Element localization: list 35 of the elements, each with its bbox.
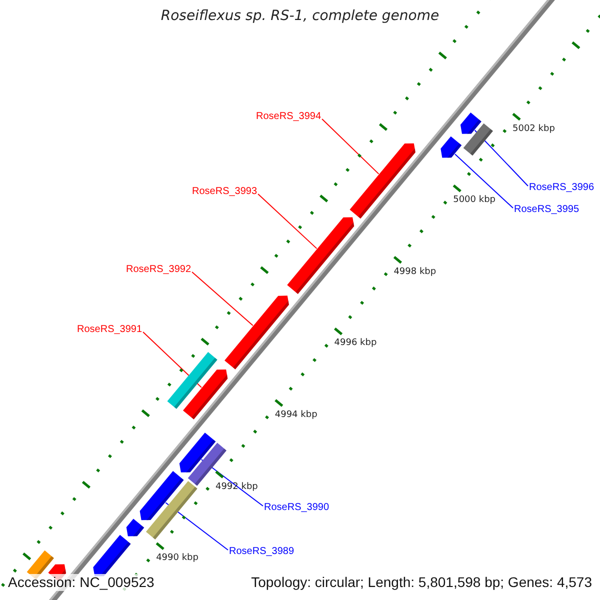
leader-line: [454, 154, 514, 208]
gene-label: RoseRS_3990: [264, 502, 330, 514]
leader-line: [200, 459, 264, 506]
gene-segment: [93, 534, 131, 577]
gene-segment: [183, 370, 228, 420]
leader-line: [142, 332, 202, 388]
tick-label: 4996 kbp: [334, 338, 377, 348]
gene-label: RoseRS_3991: [77, 324, 142, 336]
tick-label: 5000 kbp: [453, 195, 496, 206]
title: Roseiflexus sp. RS-1, complete genome: [160, 8, 440, 24]
gene-label: RoseRS_3995: [514, 204, 580, 216]
leader-line: [192, 272, 254, 326]
footer-text: Accession: NC_009523: [8, 574, 154, 591]
gene-segment: [179, 432, 216, 473]
gene-segment: [224, 296, 289, 370]
gene-segment: [140, 471, 184, 520]
gene-label: RoseRS_3996: [529, 182, 594, 194]
gene-label: RoseRS_3993: [192, 186, 258, 198]
gene-label: RoseRS_3994: [256, 111, 322, 123]
gene-block: [463, 123, 493, 156]
tick-label: 4998 kbp: [394, 266, 436, 277]
tick-label: 5002 kbp: [512, 124, 555, 134]
tick-label: 4992 kbp: [215, 482, 258, 492]
gene-segment: [350, 143, 416, 219]
gene-segment: [460, 112, 482, 134]
gene-segment: [440, 136, 462, 158]
gene-label: RoseRS_3989: [229, 546, 294, 558]
gene-label: RoseRS_3992: [126, 264, 192, 276]
leader-line: [258, 194, 318, 250]
footer-text: Topology: circular; Length: 5,801,598 bp; Genes: 4,573: [251, 574, 592, 591]
leader-line: [322, 118, 380, 174]
tick-label: 4990 kbp: [156, 553, 198, 564]
gene-segment: [287, 217, 354, 294]
tick-label: 4994 kbp: [274, 410, 318, 420]
gene-segment: [126, 518, 144, 537]
